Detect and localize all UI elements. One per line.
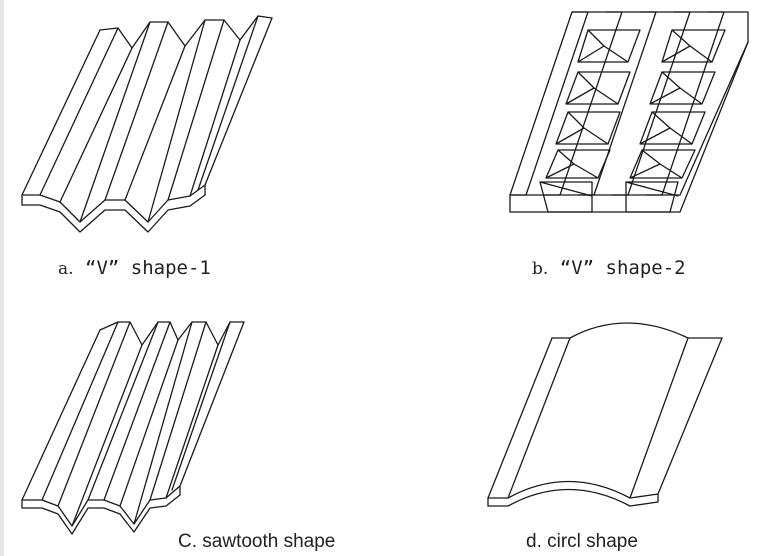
caption-b: b. “V” shape-2 xyxy=(532,257,686,279)
caption-a-prefix: a. xyxy=(58,259,74,279)
caption-d: d. circl shape xyxy=(526,531,638,552)
caption-a: a. “V” shape-1 xyxy=(58,257,211,279)
caption-b-label: “V” shape-2 xyxy=(559,257,686,279)
left-edge-strip xyxy=(0,0,4,556)
caption-a-label: “V” shape-1 xyxy=(85,257,211,279)
caption-c: C. sawtooth shape xyxy=(178,531,336,552)
caption-b-prefix: b. xyxy=(532,259,549,279)
